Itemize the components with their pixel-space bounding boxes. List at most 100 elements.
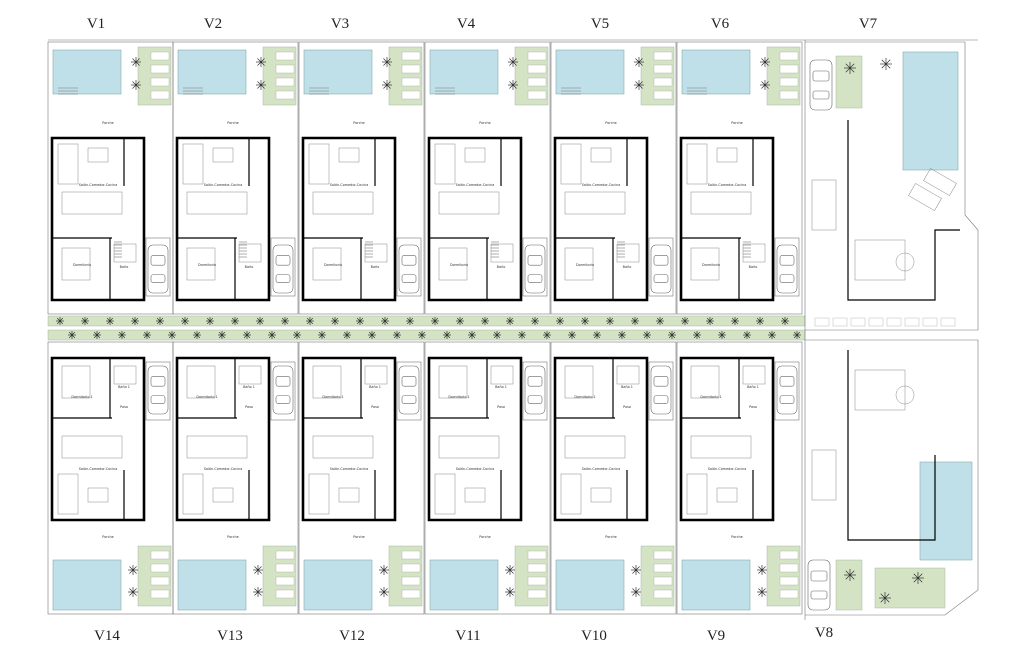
palm-tree-icon bbox=[443, 331, 451, 339]
house-walls bbox=[50, 356, 146, 522]
bath-label: Baño bbox=[497, 265, 506, 269]
bed bbox=[690, 247, 720, 281]
palm-tree-icon bbox=[634, 57, 644, 67]
palm-tree-icon bbox=[844, 569, 856, 581]
kitchen-counter bbox=[438, 191, 500, 215]
paver bbox=[779, 90, 799, 100]
pool bbox=[429, 559, 499, 611]
sofa bbox=[182, 473, 204, 515]
pool bbox=[177, 559, 247, 611]
living-label: Salón-Comedor-Cocina bbox=[708, 467, 747, 471]
table bbox=[716, 487, 738, 503]
porch-label: Porche bbox=[731, 121, 742, 125]
car-icon bbox=[147, 365, 169, 415]
palm-tree-icon bbox=[844, 62, 856, 74]
palm-tree-icon bbox=[131, 80, 141, 90]
living-label: Salón-Comedor-Cocina bbox=[204, 183, 243, 187]
palm-tree-icon bbox=[468, 331, 476, 339]
central-landscape-strip bbox=[47, 315, 806, 341]
pool bbox=[555, 559, 625, 611]
sofa bbox=[182, 143, 204, 185]
villa-label-v5: V5 bbox=[591, 16, 609, 32]
car-icon bbox=[650, 365, 672, 415]
palm-tree-icon bbox=[231, 317, 239, 325]
palm-tree-icon bbox=[331, 317, 339, 325]
porch-label: Porche bbox=[605, 535, 616, 539]
house-walls bbox=[553, 136, 649, 302]
villa-plot-v8 bbox=[805, 339, 979, 616]
carport bbox=[774, 237, 800, 297]
paver bbox=[401, 90, 421, 100]
villa-label-v4: V4 bbox=[457, 16, 476, 32]
paver bbox=[275, 77, 295, 87]
pool bbox=[681, 49, 751, 95]
house-walls bbox=[301, 356, 397, 522]
bath-fixtures bbox=[490, 243, 514, 263]
car-icon bbox=[524, 365, 546, 415]
palm-tree-icon bbox=[781, 317, 789, 325]
hall-label: Paso bbox=[623, 405, 631, 409]
bedroom-label: Dormitorio 1 bbox=[196, 395, 217, 399]
palm-tree-icon bbox=[382, 57, 392, 67]
bath-label: Baño bbox=[749, 265, 758, 269]
palm-tree-icon bbox=[56, 317, 64, 325]
villa-label-v3: V3 bbox=[331, 16, 349, 32]
paver bbox=[401, 550, 421, 560]
plot-outline bbox=[298, 341, 425, 615]
palm-tree-icon bbox=[768, 331, 776, 339]
living-label: Salón-Comedor-Cocina bbox=[204, 467, 243, 471]
car-icon bbox=[776, 244, 798, 294]
plot-outline bbox=[676, 341, 803, 615]
living-label: Salón-Comedor-Cocina bbox=[708, 183, 747, 187]
palm-tree-icon bbox=[356, 317, 364, 325]
kitchen-counter bbox=[690, 191, 752, 215]
kitchen-counter bbox=[312, 435, 374, 459]
paver bbox=[150, 51, 170, 61]
paver bbox=[653, 550, 673, 560]
carport bbox=[648, 237, 674, 297]
carport bbox=[774, 361, 800, 421]
round-table bbox=[895, 385, 915, 405]
palm-tree-icon bbox=[631, 317, 639, 325]
hall-label: Paso bbox=[749, 405, 757, 409]
palm-tree-icon bbox=[531, 317, 539, 325]
palm-tree-icon bbox=[68, 331, 76, 339]
house-walls bbox=[427, 356, 523, 522]
palm-tree-icon bbox=[756, 317, 764, 325]
living-label: Salón-Comedor-Cocina bbox=[456, 467, 495, 471]
kitchen-counter bbox=[690, 435, 752, 459]
car-icon bbox=[807, 559, 831, 611]
palm-tree-icon bbox=[379, 587, 389, 597]
living-furniture bbox=[854, 239, 906, 281]
plot-outline bbox=[424, 41, 551, 315]
paver bbox=[779, 64, 799, 74]
palm-strip bbox=[47, 315, 806, 341]
paver bbox=[886, 317, 902, 327]
paver bbox=[275, 64, 295, 74]
table bbox=[212, 147, 234, 163]
sun-lounger bbox=[908, 183, 942, 211]
paver bbox=[779, 563, 799, 573]
palm-tree-icon bbox=[256, 80, 266, 90]
palm-tree-icon bbox=[606, 317, 614, 325]
carport bbox=[270, 237, 296, 297]
paver bbox=[653, 64, 673, 74]
palm-tree-icon bbox=[206, 317, 214, 325]
paver bbox=[527, 64, 547, 74]
palm-tree-icon bbox=[693, 331, 701, 339]
palm-tree-icon bbox=[418, 331, 426, 339]
palm-tree-icon bbox=[193, 331, 201, 339]
bath-fixtures bbox=[490, 365, 514, 385]
round-table bbox=[895, 252, 915, 272]
porch-label: Porche bbox=[605, 121, 616, 125]
villa-label-v13: V13 bbox=[217, 628, 243, 644]
bath-fixtures bbox=[364, 243, 388, 263]
plot-outline bbox=[550, 41, 677, 315]
villa-label-v11: V11 bbox=[455, 628, 480, 644]
villa-label-v14: V14 bbox=[94, 628, 120, 644]
plot-outline bbox=[298, 41, 425, 315]
paver bbox=[527, 576, 547, 586]
